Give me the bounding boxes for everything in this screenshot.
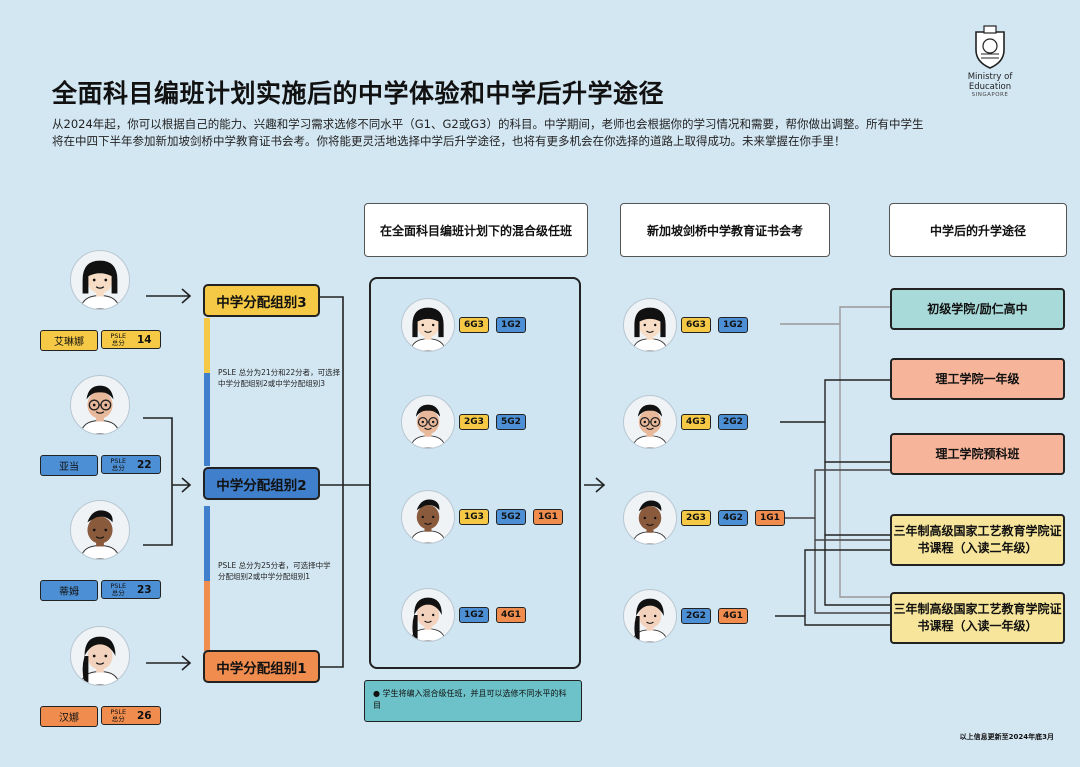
note-group-2-or-3: PSLE 总分为21分和22分者，可选择中学分配组别2或中学分配组别3 (218, 368, 341, 388)
mixed-subject-chip: 1G3 (459, 509, 489, 525)
exam-student-avatar (623, 298, 677, 352)
mixed-subject-chip: 4G1 (496, 607, 526, 623)
pathway-jc: 初级学院/励仁高中 (890, 288, 1065, 330)
intro-text: 从2024年起，你可以根据自己的能力、兴趣和学习需求选修不同水平（G1、G2或G… (52, 117, 924, 148)
mixed-student-avatar (401, 588, 455, 642)
header-mixed-class: 在全面科目编班计划下的混合级任班 (364, 203, 588, 257)
pathway-ite-year1: 三年制高级国家工艺教育学院证书课程（入读一年级） (890, 592, 1065, 644)
mixed-subject-chip: 5G2 (496, 509, 526, 525)
logo-text-country: SINGAPORE (971, 92, 1009, 98)
mixed-subject-chip: 2G3 (459, 414, 489, 430)
exam-subject-chip: 2G2 (681, 608, 711, 624)
mixed-subject-chip: 1G1 (533, 509, 563, 525)
exam-subject-chip: 6G3 (681, 317, 711, 333)
exam-subject-chip: 2G3 (681, 510, 711, 526)
mixed-student-avatar (401, 395, 455, 449)
bullet-icon: ● (373, 689, 380, 698)
mixed-subject-chip: 6G3 (459, 317, 489, 333)
mixed-student-avatar (401, 490, 455, 544)
mixed-student-avatar (401, 298, 455, 352)
note-group-2-or-1: PSLE 总分为25分者，可选择中学分配组别2或中学分配组别1 (218, 561, 331, 581)
page-title: 全面科目编班计划实施后的中学体验和中学后升学途径 (52, 79, 665, 108)
exam-subject-chip: 4G1 (718, 608, 748, 624)
pathway-ite-year2: 三年制高级国家工艺教育学院证书课程（入读二年级） (890, 514, 1065, 566)
crest-icon (975, 25, 1005, 69)
logo-text-ministry: Ministry of Education (967, 72, 1013, 92)
student-name: 蒂姆 (40, 580, 98, 601)
student-avatar (70, 250, 130, 310)
exam-subject-chip: 4G2 (718, 510, 748, 526)
psle-score-value: 14 (136, 333, 152, 346)
mixed-subject-chip: 1G2 (459, 607, 489, 623)
exam-subject-chip: 1G2 (718, 317, 748, 333)
pathway-poly-year1: 理工学院一年级 (890, 358, 1065, 400)
psle-score-value: 23 (136, 583, 152, 596)
exam-student-avatar (623, 589, 677, 643)
psle-score-value: 22 (136, 458, 152, 471)
mixed-class-note: ● 学生将编入混合级任班，并且可以选修不同水平的科目 (364, 680, 582, 722)
exam-subject-chip: 4G3 (681, 414, 711, 430)
footer-note: 以上信息更新至2024年底3月 (959, 733, 1054, 741)
student-name: 艾琳娜 (40, 330, 98, 351)
moe-logo: Ministry of Education SINGAPORE (950, 24, 1030, 98)
exam-subject-chip: 2G2 (718, 414, 748, 430)
header-exam: 新加坡剑桥中学教育证书会考 (620, 203, 830, 257)
student-name: 亚当 (40, 455, 98, 476)
student-avatar (70, 500, 130, 560)
group-2-box: 中学分配组别2 (203, 467, 320, 500)
group-1-box: 中学分配组别1 (203, 650, 320, 683)
student-name: 汉娜 (40, 706, 98, 727)
header-pathways: 中学后的升学途径 (889, 203, 1067, 257)
psle-score-value: 26 (136, 709, 152, 722)
pathway-poly-foundation: 理工学院预科班 (890, 433, 1065, 475)
student-avatar (70, 375, 130, 435)
student-avatar (70, 626, 130, 686)
exam-student-avatar (623, 395, 677, 449)
mixed-subject-chip: 5G2 (496, 414, 526, 430)
mixed-subject-chip: 1G2 (496, 317, 526, 333)
group-3-box: 中学分配组别3 (203, 284, 320, 317)
mixed-class-note-text: 学生将编入混合级任班，并且可以选修不同水平的科目 (373, 689, 567, 710)
exam-subject-chip: 1G1 (755, 510, 785, 526)
exam-student-avatar (623, 491, 677, 545)
